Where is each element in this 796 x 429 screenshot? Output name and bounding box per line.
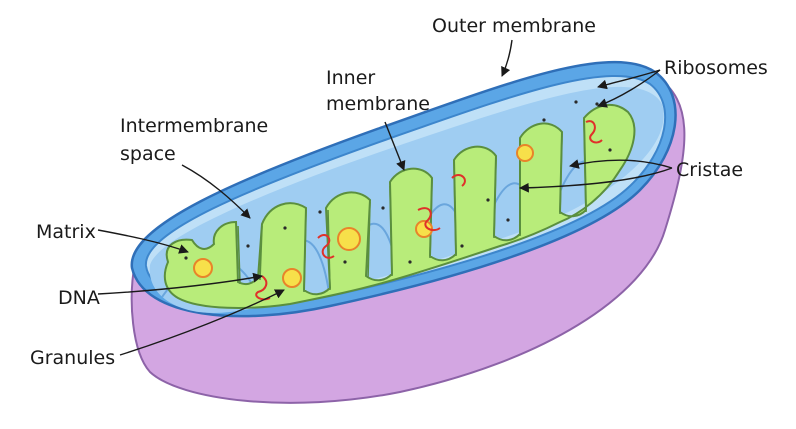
cristae-lines: [237, 119, 587, 293]
pointer-dna: [97, 272, 263, 295]
pointer-matrix: [97, 229, 189, 254]
label-outer-membrane: Outer membrane: [432, 15, 596, 37]
label-inner-membrane-line1: Inner: [326, 67, 375, 89]
dna-strand: [255, 275, 271, 301]
granule: [282, 268, 302, 288]
ribosome-dots: [184, 100, 612, 264]
dna-strand: [451, 174, 466, 187]
dna-strand: [585, 120, 603, 144]
pointer-granules: [119, 289, 285, 356]
label-matrix: Matrix: [36, 221, 96, 243]
pointer-outer-membrane: [501, 39, 513, 77]
label-ribosomes: Ribosomes: [664, 57, 768, 79]
dna-strands: [255, 120, 603, 301]
pointer-inner-membrane: [384, 121, 406, 171]
granule: [193, 258, 213, 278]
granule: [516, 144, 534, 162]
granule: [415, 220, 433, 238]
pointer-lines: [97, 39, 673, 356]
pointer-intermembrane-space: [181, 164, 251, 219]
label-intermembrane-line1: Intermembrane: [120, 115, 268, 137]
pointer-ribosome-1: [597, 69, 661, 90]
granule: [337, 227, 361, 251]
granules: [193, 144, 534, 288]
label-cristae: Cristae: [676, 159, 743, 181]
label-granules: Granules: [30, 347, 115, 369]
pointer-cristae-1: [569, 159, 673, 169]
dna-strand: [417, 207, 441, 232]
label-inner-membrane-line2: membrane: [326, 93, 430, 115]
pointer-ribosome-2: [597, 69, 661, 108]
pointer-cristae-2: [519, 167, 673, 193]
dna-strand: [317, 234, 335, 259]
label-intermembrane-line2: space: [120, 143, 176, 165]
label-dna: DNA: [58, 287, 100, 309]
